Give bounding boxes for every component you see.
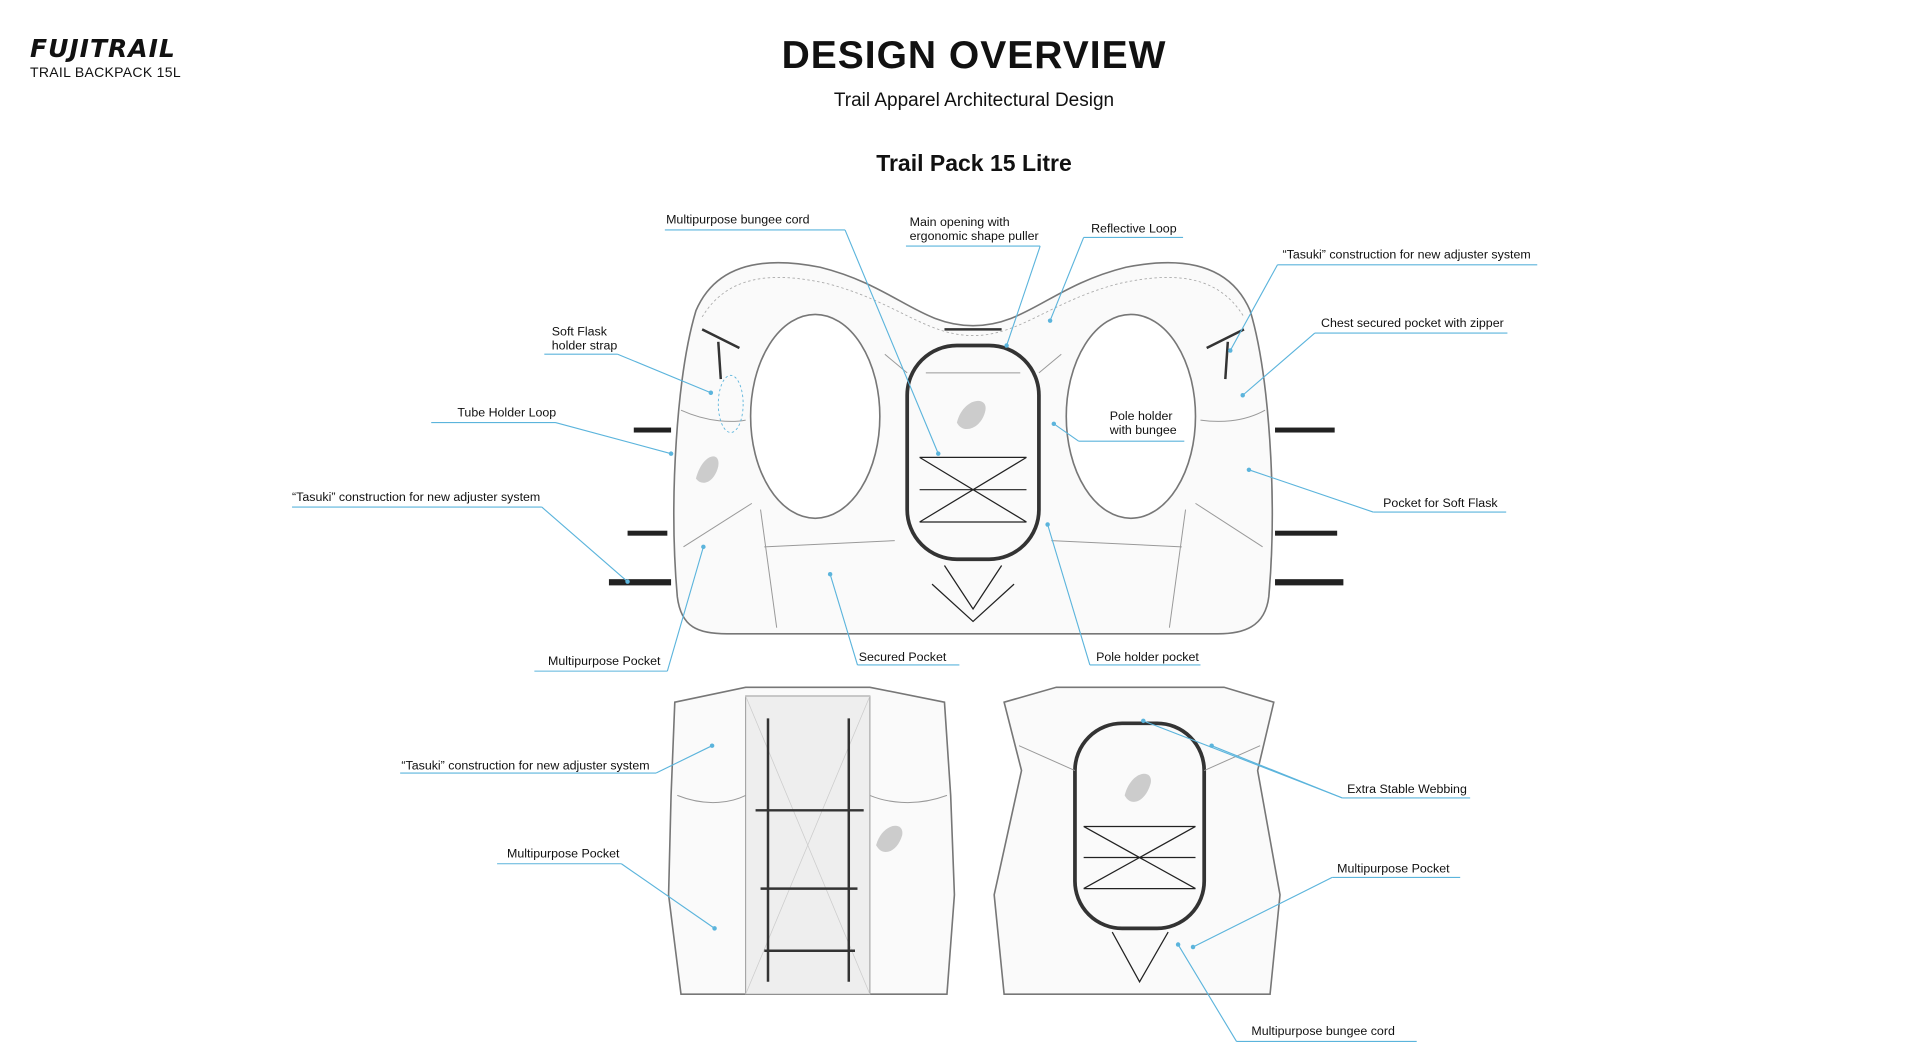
callout-label: Multipurpose bungee cord bbox=[1251, 1024, 1395, 1038]
product-name: TRAIL BACKPACK 15L bbox=[30, 64, 181, 80]
callout-label: Tube Holder Loop bbox=[457, 405, 556, 419]
callout-label: Chest secured pocket with zipper bbox=[1321, 316, 1504, 330]
callout-point bbox=[936, 451, 941, 456]
callout-leader-line bbox=[1192, 876, 1333, 948]
callout-leader-line bbox=[621, 863, 715, 929]
callout-label: “Tasuki” construction for new adjuster s… bbox=[292, 490, 540, 504]
callout-leader-line bbox=[829, 574, 859, 666]
callout-point bbox=[712, 926, 717, 931]
callout-point bbox=[1240, 393, 1245, 398]
callout-leader-line bbox=[1229, 264, 1279, 351]
callout-point bbox=[1045, 522, 1050, 527]
page-title: DESIGN OVERVIEW bbox=[781, 34, 1167, 77]
callouts: Multipurpose bungee cord Main opening wit… bbox=[292, 213, 1538, 1043]
side-view-drawing bbox=[993, 686, 1281, 996]
callout-leader-line bbox=[1053, 423, 1080, 442]
callout-label: “Tasuki” construction for new adjuster s… bbox=[1282, 248, 1530, 262]
callout-leader-line bbox=[655, 745, 713, 774]
callout-label: ergonomic shape puller bbox=[910, 229, 1039, 243]
callout-label: Multipurpose Pocket bbox=[507, 847, 620, 861]
front-view-drawing bbox=[608, 261, 1344, 635]
callout-point bbox=[701, 544, 706, 550]
callout-leader-line bbox=[555, 422, 672, 455]
callout-leader-line bbox=[1242, 332, 1316, 396]
callout-point bbox=[1051, 421, 1057, 427]
callout-point bbox=[708, 390, 714, 395]
page-subtitle: Trail Apparel Architectural Design bbox=[833, 90, 1115, 111]
section-title: Trail Pack 15 Litre bbox=[876, 150, 1072, 176]
callout-label: Extra Stable Webbing bbox=[1347, 782, 1467, 796]
callout-label: Pocket for Soft Flask bbox=[1383, 496, 1498, 510]
callout-leader-line bbox=[844, 229, 939, 454]
callout-label: Pole holder pocket bbox=[1096, 650, 1199, 664]
callout-point bbox=[1004, 343, 1009, 348]
callout-leader-line bbox=[1006, 245, 1041, 346]
callout-point bbox=[668, 451, 674, 456]
logo: FUJITRAIL TRAIL BACKPACK 15L bbox=[30, 34, 181, 81]
callout-label: “Tasuki” construction for new adjuster s… bbox=[401, 758, 649, 772]
callout-label: Reflective Loop bbox=[1091, 221, 1177, 235]
callout-leader-line bbox=[1143, 720, 1343, 799]
callout-point bbox=[1246, 467, 1252, 473]
callout-leader-line bbox=[1049, 237, 1085, 321]
callout-point bbox=[1228, 348, 1233, 353]
callout-label: with bungee bbox=[1109, 423, 1177, 437]
callout-label: Secured Pocket bbox=[859, 650, 947, 664]
callout-label: Soft Flask bbox=[552, 325, 608, 339]
callout-point bbox=[1190, 944, 1196, 950]
callout-point bbox=[1175, 942, 1181, 947]
callout-label: Pole holder bbox=[1110, 409, 1173, 423]
brand-name: FUJITRAIL bbox=[30, 34, 176, 63]
callout-label: Multipurpose Pocket bbox=[1337, 861, 1450, 875]
callout-point bbox=[625, 579, 630, 584]
callout-point bbox=[827, 571, 833, 577]
callout-leader-line bbox=[1248, 469, 1374, 513]
callout-leader-line bbox=[1177, 944, 1237, 1042]
callout-leader-line bbox=[541, 506, 628, 583]
callout-leader-line bbox=[617, 353, 712, 394]
callout-point bbox=[1141, 718, 1146, 724]
callout-label: Multipurpose Pocket bbox=[548, 654, 661, 668]
callout-label: Multipurpose bungee cord bbox=[666, 213, 810, 227]
callout-leader-line bbox=[1047, 524, 1091, 666]
callout-label: holder strap bbox=[552, 338, 618, 352]
callout-leader-line bbox=[666, 546, 704, 672]
callout-point bbox=[709, 743, 715, 748]
callout-label: Main opening with bbox=[910, 215, 1010, 229]
callout-point bbox=[1047, 318, 1053, 323]
back-view-drawing bbox=[667, 686, 956, 996]
